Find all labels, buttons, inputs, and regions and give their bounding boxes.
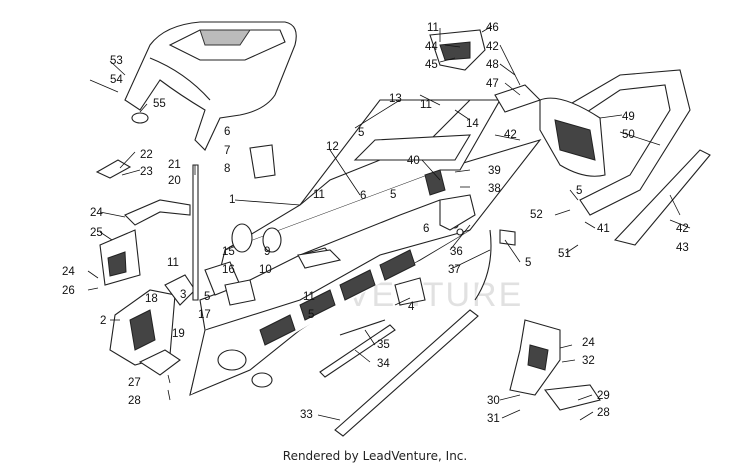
callout-28-right: 28 <box>597 407 610 419</box>
callout-6-b: 6 <box>360 190 366 202</box>
callout-48: 48 <box>486 59 499 71</box>
callout-5-d: 5 <box>390 189 396 201</box>
callout-9: 9 <box>264 246 270 258</box>
callout-5-c: 5 <box>358 127 364 139</box>
callout-2: 2 <box>100 315 106 327</box>
callout-19: 19 <box>172 328 185 340</box>
callout-47: 47 <box>486 78 499 90</box>
callout-34: 34 <box>377 358 390 370</box>
callout-45: 45 <box>425 59 438 71</box>
callout-43: 43 <box>676 242 689 254</box>
callout-23: 23 <box>140 166 153 178</box>
callout-8: 8 <box>224 163 230 175</box>
callout-6-a: 6 <box>224 126 230 138</box>
callout-24-left: 24 <box>90 207 103 219</box>
callout-10: 10 <box>259 264 272 276</box>
footer-credit: Rendered by LeadVenture, Inc. <box>282 449 468 463</box>
callout-7: 7 <box>224 145 230 157</box>
callout-12: 12 <box>326 141 339 153</box>
callout-15: 15 <box>222 246 235 258</box>
callout-29: 29 <box>597 390 610 402</box>
callout-1: 1 <box>229 194 235 206</box>
seat-assembly <box>124 21 297 151</box>
callout-52: 52 <box>530 209 543 221</box>
left-side-components <box>95 144 342 376</box>
callout-11-a: 11 <box>167 257 179 269</box>
callout-5-b: 5 <box>308 309 314 321</box>
callout-32: 32 <box>582 355 595 367</box>
callout-24-right: 24 <box>582 337 595 349</box>
callout-24-lower: 24 <box>62 266 75 278</box>
callout-11-c: 11 <box>303 291 315 303</box>
callout-5-f: 5 <box>576 185 582 197</box>
callout-13: 13 <box>389 93 402 105</box>
callout-27: 27 <box>128 377 141 389</box>
callout-22: 22 <box>140 149 153 161</box>
callout-41: 41 <box>597 223 610 235</box>
callout-37: 37 <box>448 264 461 276</box>
callout-6-c: 6 <box>423 223 429 235</box>
leader-lines <box>87 25 691 421</box>
callout-38: 38 <box>488 183 501 195</box>
callout-51: 51 <box>558 248 571 260</box>
callout-11-e: 11 <box>427 22 439 34</box>
callout-42-b: 42 <box>504 129 517 141</box>
callout-21: 21 <box>168 159 181 171</box>
callout-46: 46 <box>486 22 499 34</box>
callout-31: 31 <box>487 413 500 425</box>
callout-49: 49 <box>622 111 635 123</box>
callout-35: 35 <box>377 339 390 351</box>
right-lower-plates <box>394 194 601 411</box>
callout-54: 54 <box>110 74 123 86</box>
callout-42-a: 42 <box>486 41 499 53</box>
callout-3: 3 <box>180 289 186 301</box>
callout-5-a: 5 <box>204 291 210 303</box>
callout-14: 14 <box>466 118 479 130</box>
callout-30: 30 <box>487 395 500 407</box>
callout-11-d: 11 <box>420 99 432 111</box>
callout-25: 25 <box>90 227 103 239</box>
callout-40: 40 <box>407 155 420 167</box>
callout-50: 50 <box>622 129 635 141</box>
callout-18: 18 <box>145 293 158 305</box>
callout-55: 55 <box>153 98 166 110</box>
callout-16: 16 <box>222 264 235 276</box>
callout-53: 53 <box>110 55 123 67</box>
callout-labels: 53 54 55 22 23 21 20 24 25 24 26 2 18 11… <box>62 22 689 425</box>
callout-5-e: 5 <box>525 257 531 269</box>
callout-11-b: 11 <box>313 189 325 201</box>
callout-44: 44 <box>425 41 438 53</box>
callout-28-left: 28 <box>128 395 141 407</box>
callout-42-c: 42 <box>676 223 689 235</box>
callout-4: 4 <box>408 301 415 313</box>
callout-33: 33 <box>300 409 313 421</box>
callout-36: 36 <box>450 246 463 258</box>
callout-39: 39 <box>488 165 501 177</box>
callout-26: 26 <box>62 285 75 297</box>
callout-17: 17 <box>198 309 211 321</box>
rear-bumper-and-flap <box>429 29 711 246</box>
callout-20: 20 <box>168 175 181 187</box>
